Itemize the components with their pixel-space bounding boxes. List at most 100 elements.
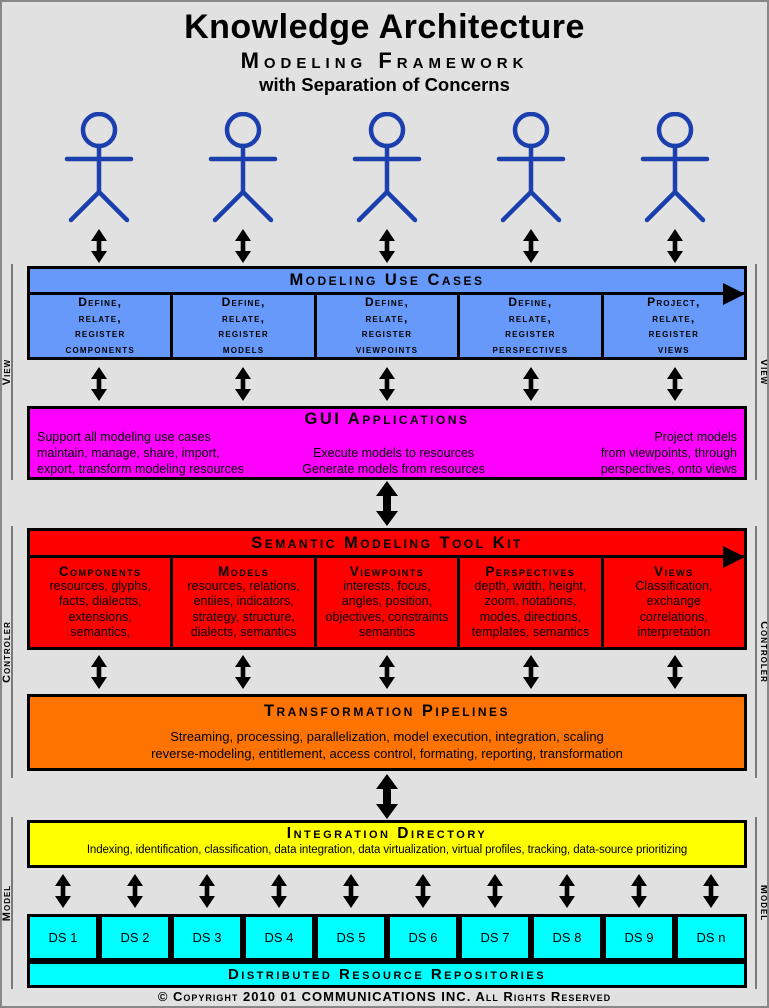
- use-cases-cells: Define, relate, register components Defi…: [30, 295, 744, 357]
- toolkit-column: Views Classification, exchange correlati…: [604, 558, 744, 647]
- gui-applications-box: GUI Applications Support all modeling us…: [27, 406, 747, 480]
- page-title: Knowledge Architecture: [184, 8, 585, 46]
- use-case-text: Define, relate, register perspectives: [492, 295, 569, 356]
- controler-label-left: Controler: [1, 621, 13, 683]
- model-label-right: Model: [758, 884, 769, 922]
- modeling-use-cases-box: Modeling Use Cases Define, relate, regis…: [27, 266, 747, 360]
- datasource-box: DS n: [675, 914, 747, 961]
- datasource-label: DS 3: [192, 930, 222, 945]
- use-case-text: Project, relate, register views: [647, 295, 701, 356]
- double-arrow-icon: [91, 367, 107, 401]
- gui-center-text: Execute models to resources Generate mod…: [302, 446, 485, 476]
- directory-body: Indexing, identification, classification…: [86, 844, 688, 856]
- double-arrow-icon: [703, 873, 719, 908]
- copyright-text: © Copyright 2010 01 COMMUNICATIONS INC. …: [157, 989, 612, 1004]
- integration-directory-box: Integration Directory Indexing, identifi…: [27, 820, 747, 868]
- datasource-box: DS 5: [315, 914, 387, 961]
- arrows-directory-datasources: [27, 869, 747, 912]
- toolkit-column-body: resources, glyphs, facts, dialectts, ext…: [49, 578, 151, 640]
- actor: [171, 112, 315, 226]
- use-case-cell: Define, relate, register perspectives: [460, 295, 604, 357]
- use-case-cell: Define, relate, register components: [30, 295, 174, 357]
- controler-label-right: Controler: [758, 621, 769, 683]
- right-arrowhead-icon: [723, 283, 745, 305]
- toolkit-column-header: Viewpoints: [349, 563, 425, 579]
- actor: [27, 112, 171, 226]
- toolkit-column-body: resources, relations, entiies, indicator…: [187, 578, 300, 640]
- datasource-label: DS 2: [120, 930, 150, 945]
- distributed-resource-repositories-bar: Distributed Resource Repositories: [27, 961, 747, 988]
- thick-double-arrow-icon: [376, 773, 398, 819]
- semantic-modeling-toolkit-box: Semantic Modeling Tool Kit Components re…: [27, 528, 747, 650]
- rail-line: [11, 817, 13, 989]
- toolkit-title: Semantic Modeling Tool Kit: [251, 533, 523, 552]
- model-label-left: Model: [1, 884, 13, 922]
- toolkit-column: Components resources, glyphs, facts, dia…: [30, 558, 174, 647]
- actor: [315, 112, 459, 226]
- stick-figure-icon: [198, 112, 288, 226]
- gui-title: GUI Applications: [304, 410, 470, 428]
- double-arrow-icon: [487, 873, 503, 908]
- toolkit-column-header: Views: [654, 563, 694, 579]
- double-arrow-icon: [271, 873, 287, 908]
- view-rail-left: View: [2, 264, 25, 480]
- toolkit-column-body: Classification, exchange correlations, i…: [635, 578, 713, 640]
- double-arrow-icon: [667, 367, 683, 401]
- controler-rail-left: Controler: [1, 526, 25, 778]
- double-arrow-icon: [235, 367, 251, 401]
- toolkit-column-body: interests, focus, angles, position, obje…: [325, 578, 449, 640]
- title-block: Knowledge Architecture Modeling Framewor…: [2, 8, 767, 96]
- toolkit-header: Semantic Modeling Tool Kit: [30, 531, 744, 558]
- datasource-label: DS 9: [624, 930, 654, 945]
- right-arrowhead-icon: [723, 546, 745, 568]
- double-arrow-icon: [631, 873, 647, 908]
- double-arrow-icon: [55, 873, 71, 908]
- actor: [459, 112, 603, 226]
- repositories-title: Distributed Resource Repositories: [227, 966, 547, 983]
- use-cases-title: Modeling Use Cases: [289, 271, 485, 289]
- actors-row: [27, 112, 747, 226]
- use-case-text: Define, relate, register viewpoints: [355, 295, 419, 356]
- datasource-box: DS 4: [243, 914, 315, 961]
- toolkit-column-header: Perspectives: [485, 563, 576, 579]
- model-rail-right: Model: [744, 817, 769, 989]
- toolkit-column: Viewpoints interests, focus, angles, pos…: [317, 558, 461, 647]
- use-cases-header: Modeling Use Cases: [30, 269, 744, 295]
- double-arrow-icon: [379, 367, 395, 401]
- datasource-label: DS 7: [480, 930, 510, 945]
- model-rail-left: Model: [1, 817, 25, 989]
- datasource-label: DS 6: [408, 930, 438, 945]
- pipelines-body: Streaming, processing, parallelization, …: [151, 729, 623, 761]
- use-case-cell: Define, relate, register models: [173, 295, 317, 357]
- arrows-actors-usecases: [27, 228, 747, 264]
- datasource-box: DS 6: [387, 914, 459, 961]
- double-arrow-icon: [559, 873, 575, 908]
- double-arrow-icon: [379, 655, 395, 689]
- double-arrow-icon: [667, 229, 683, 263]
- use-case-text: Define, relate, register components: [65, 295, 135, 356]
- thick-double-arrow-icon: [376, 481, 398, 526]
- stick-figure-icon: [630, 112, 720, 226]
- rail-line: [755, 817, 757, 989]
- datasources-row: DS 1 DS 2 DS 3 DS 4 DS 5 DS 6 DS 7 DS 8 …: [27, 914, 747, 961]
- stick-figure-icon: [486, 112, 576, 226]
- arrow-gui-toolkit: [27, 481, 747, 526]
- toolkit-column: Perspectives depth, width, height, zoom,…: [460, 558, 604, 647]
- double-arrow-icon: [199, 873, 215, 908]
- toolkit-column-body: depth, width, height, zoom, notations, m…: [471, 578, 590, 640]
- double-arrow-icon: [523, 367, 539, 401]
- rail-line: [11, 264, 13, 480]
- datasource-label: DS 1: [48, 930, 78, 945]
- use-case-cell: Define, relate, register viewpoints: [317, 295, 461, 357]
- gui-content: Support all modeling use cases maintain,…: [30, 429, 744, 477]
- use-case-cell: Project, relate, register views: [604, 295, 744, 357]
- toolkit-column-header: Components: [58, 563, 142, 579]
- arrows-usecases-gui: [27, 363, 747, 405]
- double-arrow-icon: [343, 873, 359, 908]
- page-subtitle: Modeling Framework: [240, 48, 529, 73]
- double-arrow-icon: [127, 873, 143, 908]
- toolkit-column-header: Models: [217, 563, 270, 579]
- datasource-label: DS 4: [264, 930, 294, 945]
- rail-line: [11, 526, 13, 778]
